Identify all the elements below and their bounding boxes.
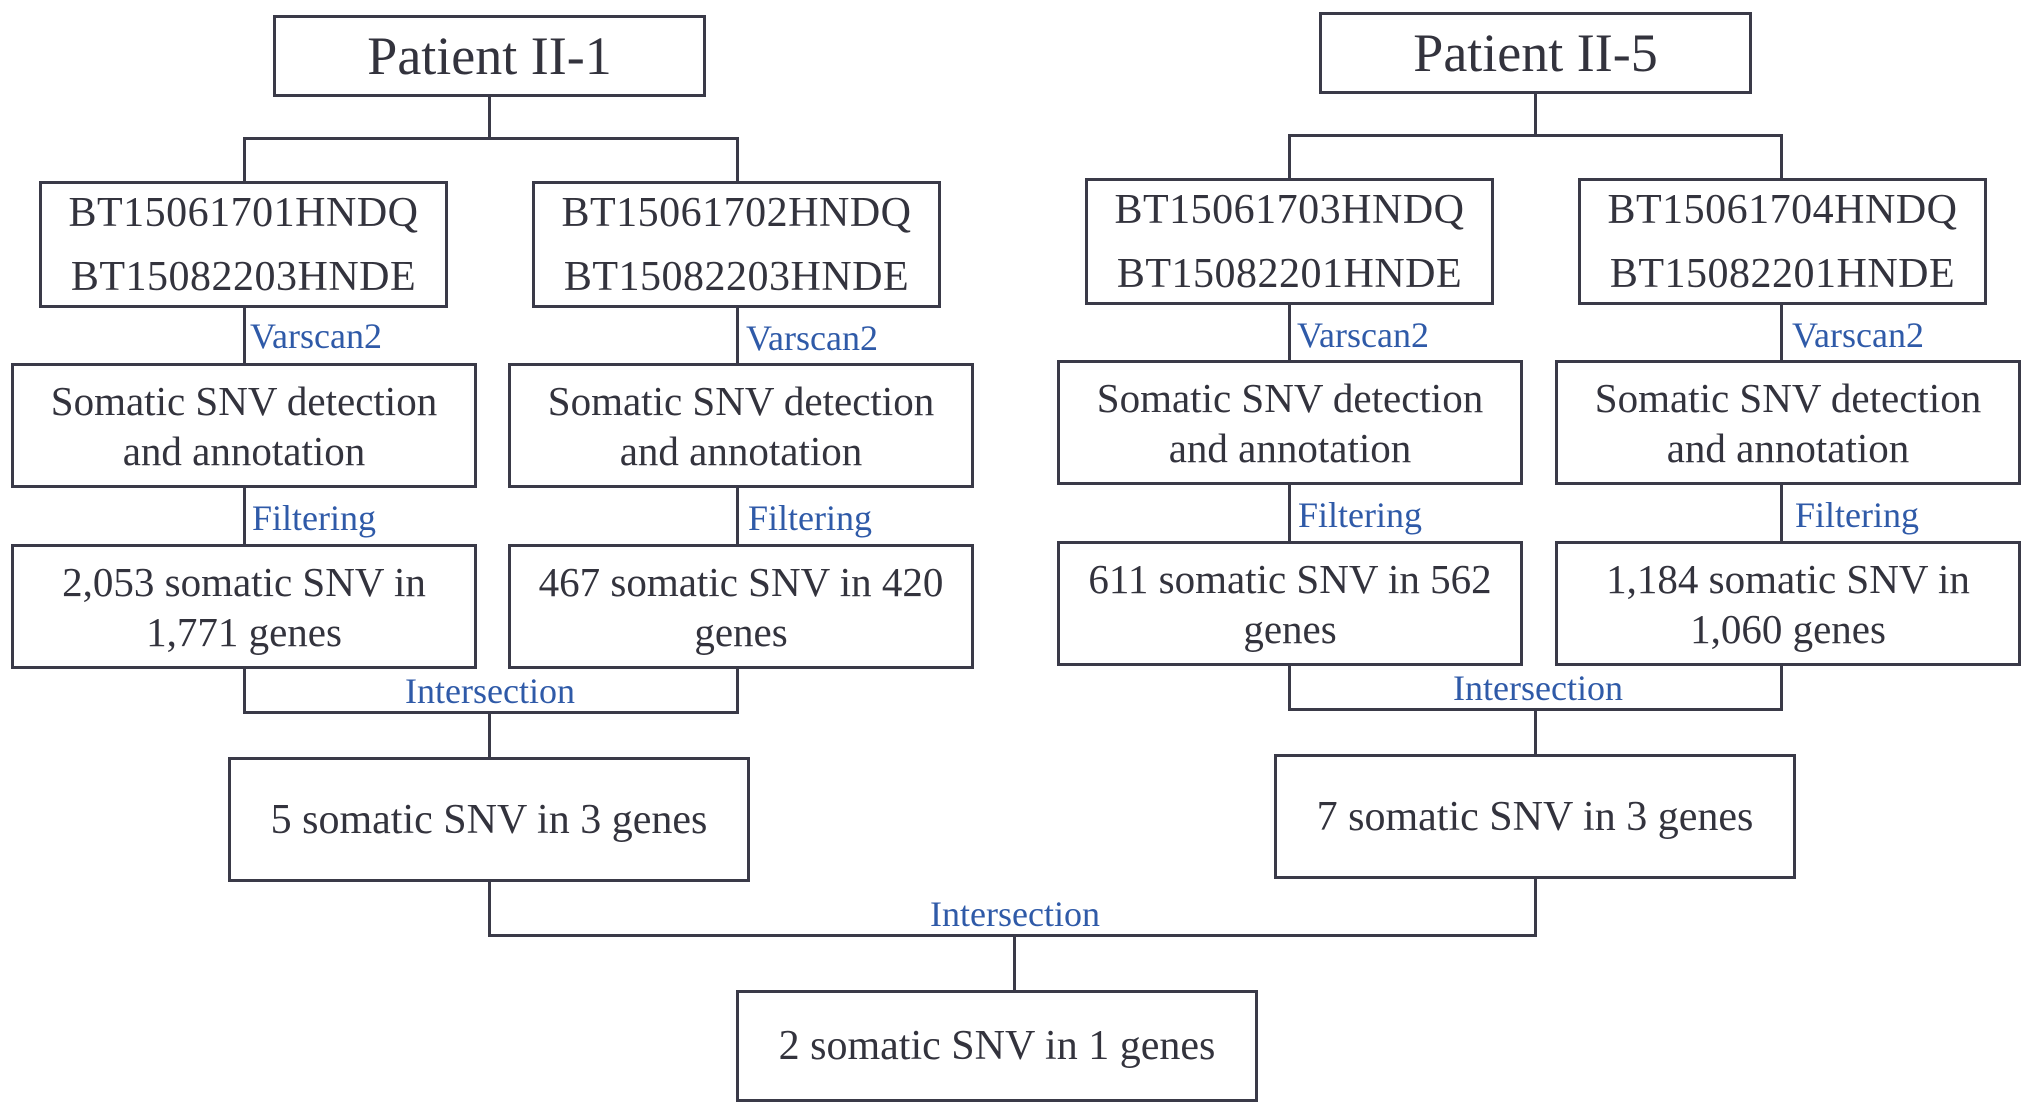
- sample-box: BT15061701HNDQ BT15082203HNDE: [39, 181, 448, 308]
- connector-line: [736, 137, 739, 183]
- connector-line: [1288, 134, 1291, 180]
- final-result-box: 2 somatic SNV in 1 genes: [736, 990, 1258, 1102]
- connector-line: [1013, 937, 1016, 992]
- connector-line: [488, 934, 1537, 937]
- count-text: 1,771 genes: [146, 608, 342, 655]
- step-label-filtering: Filtering: [748, 498, 872, 538]
- connector-line: [243, 137, 739, 140]
- step-label-filtering: Filtering: [1795, 495, 1919, 535]
- connector-line: [736, 669, 739, 714]
- process-text: and annotation: [619, 427, 863, 474]
- step-label-varscan2: Varscan2: [1792, 315, 1924, 355]
- connector-line: [736, 488, 739, 544]
- patient-title: Patient II-1: [367, 26, 612, 86]
- connector-line: [243, 308, 246, 363]
- sample-id: BT15082203HNDE: [70, 253, 417, 300]
- connector-line: [1780, 305, 1783, 360]
- sample-id: BT15082201HNDE: [1116, 250, 1463, 297]
- connector-line: [1534, 879, 1537, 937]
- connector-line: [1534, 94, 1537, 136]
- result-text: 7 somatic SNV in 3 genes: [1316, 793, 1754, 840]
- step-label-filtering: Filtering: [252, 498, 376, 538]
- connector-line: [1288, 305, 1291, 360]
- result-box: 5 somatic SNV in 3 genes: [228, 757, 750, 882]
- step-label-varscan2: Varscan2: [746, 318, 878, 358]
- connector-line: [488, 882, 491, 937]
- sample-id: BT15061703HNDQ: [1114, 186, 1465, 233]
- step-label-varscan2: Varscan2: [250, 316, 382, 356]
- connector-line: [1780, 134, 1783, 180]
- sample-id: BT15061702HNDQ: [561, 189, 912, 236]
- connector-line: [488, 714, 491, 759]
- connector-line: [1534, 711, 1537, 756]
- count-text: genes: [1243, 605, 1337, 652]
- patient-title: Patient II-5: [1413, 23, 1658, 83]
- connector-line: [1288, 134, 1783, 137]
- process-text: and annotation: [1666, 424, 1910, 471]
- process-text: Somatic SNV detection: [1594, 374, 1982, 421]
- sample-id: BT15082203HNDE: [563, 253, 910, 300]
- final-result-text: 2 somatic SNV in 1 genes: [778, 1023, 1216, 1069]
- count-box: 611 somatic SNV in 562 genes: [1057, 541, 1523, 666]
- process-text: and annotation: [1168, 424, 1412, 471]
- step-label-intersection: Intersection: [930, 894, 1100, 934]
- sample-box: BT15061702HNDQ BT15082203HNDE: [532, 181, 941, 308]
- connector-line: [1780, 666, 1783, 711]
- connector-line: [243, 137, 246, 183]
- process-text: Somatic SNV detection: [1096, 374, 1484, 421]
- count-text: 611 somatic SNV in 562: [1088, 555, 1492, 602]
- count-text: genes: [694, 608, 788, 655]
- process-text: and annotation: [122, 427, 366, 474]
- count-box: 1,184 somatic SNV in 1,060 genes: [1555, 541, 2021, 666]
- result-text: 5 somatic SNV in 3 genes: [270, 796, 708, 843]
- step-label-filtering: Filtering: [1298, 495, 1422, 535]
- connector-line: [1288, 708, 1783, 711]
- connector-line: [736, 308, 739, 363]
- step-label-intersection: Intersection: [1453, 668, 1623, 708]
- step-label-varscan2: Varscan2: [1297, 315, 1429, 355]
- connector-line: [1780, 485, 1783, 541]
- sample-box: BT15061703HNDQ BT15082201HNDE: [1085, 178, 1494, 305]
- connector-line: [1288, 485, 1291, 541]
- connector-line: [488, 97, 491, 139]
- connector-line: [243, 669, 246, 714]
- process-box: Somatic SNV detection and annotation: [11, 363, 477, 488]
- connector-line: [1288, 666, 1291, 711]
- patient-title-box: Patient II-5: [1319, 12, 1752, 94]
- sample-box: BT15061704HNDQ BT15082201HNDE: [1578, 178, 1987, 305]
- sample-id: BT15061704HNDQ: [1607, 186, 1958, 233]
- count-text: 1,184 somatic SNV in: [1606, 555, 1970, 602]
- result-box: 7 somatic SNV in 3 genes: [1274, 754, 1796, 879]
- process-box: Somatic SNV detection and annotation: [1057, 360, 1523, 485]
- count-box: 2,053 somatic SNV in 1,771 genes: [11, 544, 477, 669]
- count-text: 1,060 genes: [1690, 605, 1886, 652]
- count-text: 467 somatic SNV in 420: [538, 558, 944, 605]
- step-label-intersection: Intersection: [405, 671, 575, 711]
- process-text: Somatic SNV detection: [50, 377, 438, 424]
- patient-title-box: Patient II-1: [273, 15, 706, 97]
- connector-line: [243, 488, 246, 544]
- sample-id: BT15061701HNDQ: [68, 189, 419, 236]
- count-text: 2,053 somatic SNV in: [62, 558, 426, 605]
- sample-id: BT15082201HNDE: [1609, 250, 1956, 297]
- count-box: 467 somatic SNV in 420 genes: [508, 544, 974, 669]
- process-box: Somatic SNV detection and annotation: [1555, 360, 2021, 485]
- process-text: Somatic SNV detection: [547, 377, 935, 424]
- connector-line: [243, 711, 739, 714]
- process-box: Somatic SNV detection and annotation: [508, 363, 974, 488]
